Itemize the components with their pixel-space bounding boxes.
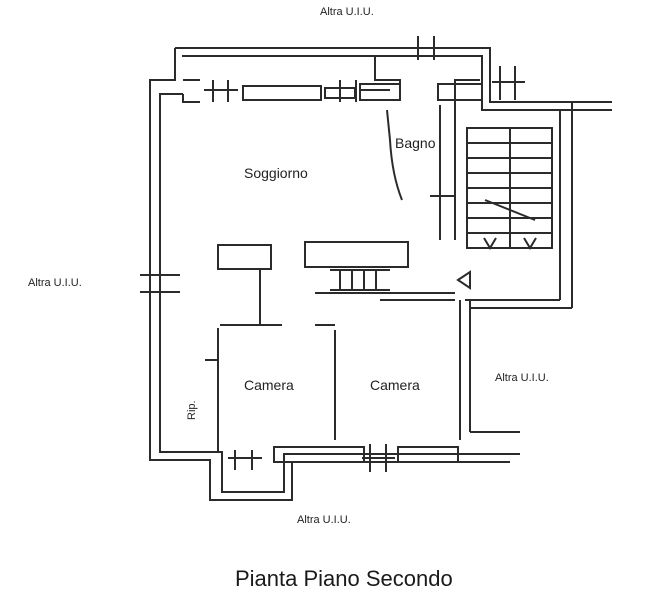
opening-marks xyxy=(140,36,525,472)
exterior-walls xyxy=(149,47,612,501)
staircase xyxy=(456,127,553,290)
neighbor-label-right: Altra U.I.U. xyxy=(495,372,549,384)
room-label-bedroom-right: Camera xyxy=(370,377,420,393)
neighbor-label-top: Altra U.I.U. xyxy=(320,6,374,18)
room-label-living: Soggiorno xyxy=(244,165,308,181)
plan-title: Pianta Piano Secondo xyxy=(235,566,453,591)
room-label-bath: Bagno xyxy=(395,135,436,151)
room-label-bedroom-left: Camera xyxy=(244,377,294,393)
inner-walls xyxy=(182,56,573,452)
room-label-storage: Rip. xyxy=(186,400,198,420)
top-windows xyxy=(204,80,357,102)
neighbor-label-bottom: Altra U.I.U. xyxy=(297,514,351,526)
neighbor-label-left: Altra U.I.U. xyxy=(28,277,82,289)
